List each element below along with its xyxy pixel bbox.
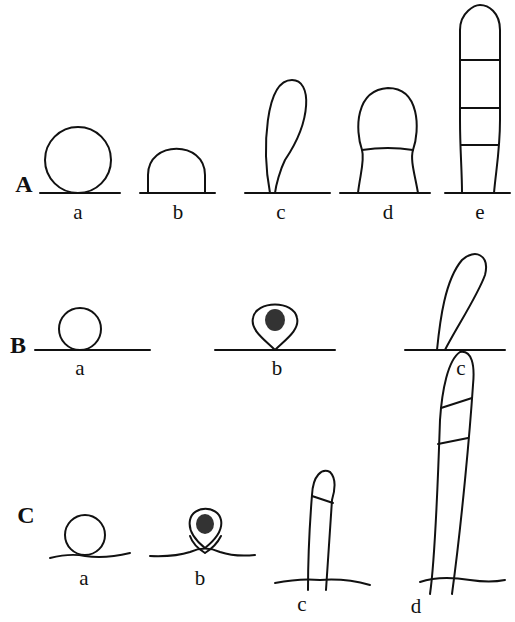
stage-letter: d: [383, 202, 394, 223]
row-a-figures: [40, 5, 510, 193]
stage-letter: b: [195, 568, 206, 589]
stage-letter: c: [297, 594, 306, 615]
row-b-figures: [35, 254, 505, 350]
stage-letter: c: [276, 202, 285, 223]
stage-letter: a: [79, 568, 88, 589]
row-c-figures: [50, 352, 505, 594]
row-letter: A: [15, 172, 32, 196]
stage-letter: a: [73, 202, 82, 223]
stage-letter: c: [456, 358, 465, 379]
row-letter: B: [10, 333, 26, 357]
stage-letter: a: [75, 358, 84, 379]
stage-letter: b: [272, 358, 283, 379]
row-letter: C: [17, 503, 34, 527]
stage-letter: b: [173, 202, 184, 223]
stage-letter: e: [475, 202, 484, 223]
stage-letter: d: [411, 596, 422, 617]
